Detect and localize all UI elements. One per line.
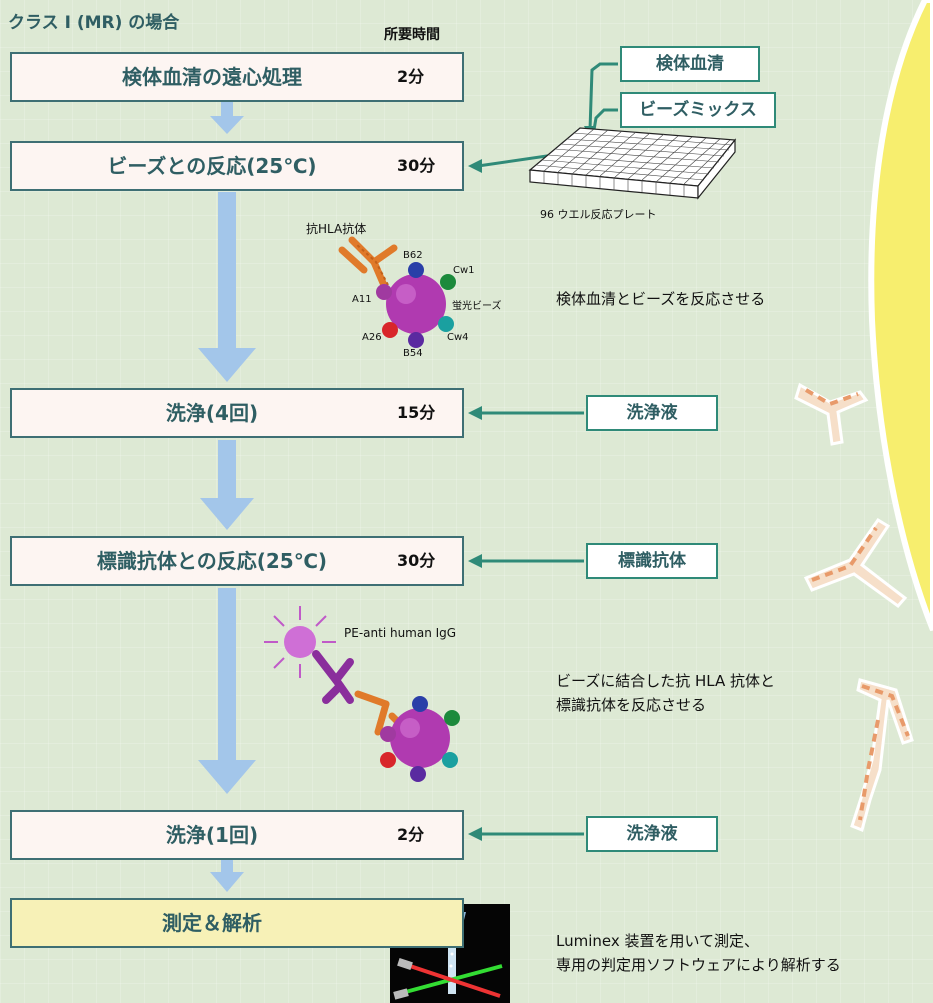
flow-arrow [210,102,244,134]
step-centrifuge: 検体血清の遠心処理 2分 [10,52,464,102]
step-label: 検体血清の遠心処理 [122,65,302,89]
step-measurement: 測定＆解析 [10,898,464,948]
marker-cw1 [440,274,456,290]
flow-arrow [200,440,254,530]
flow-arrow [210,852,244,892]
step-wash-4: 洗浄(4回) 15分 [10,388,464,438]
step-time: 30分 [397,156,436,175]
connector-arrowhead [468,554,482,568]
marker-label-cw4: Cw4 [447,332,469,343]
note-label-line2: 標識抗体を反応させる [556,696,707,714]
yellow-cell-shape [868,0,933,632]
note-measure-line2: 専用の判定用ソフトウェアにより解析する [556,956,841,974]
connector-arrowhead [468,827,482,841]
marker-label-a26: A26 [362,332,382,343]
step-time: 15分 [397,403,436,422]
step-time: 30分 [397,551,436,570]
note-measure-line1: Luminex 装置を用いて測定、 [556,932,760,950]
input-serum: 検体血清 [620,46,760,82]
input-label-antibody: 標識抗体 [586,543,718,579]
step-bead-reaction: ビーズとの反応(25℃) 30分 [10,141,464,191]
flow-arrow [198,588,256,794]
antibody-label: 抗HLA抗体 [306,222,367,236]
step-label: 測定＆解析 [162,911,262,935]
step-time: 2分 [397,67,425,86]
connector-arrowhead [468,159,482,173]
note-label-line1: ビーズに結合した抗 HLA 抗体と [556,672,776,690]
marker-a26 [382,322,398,338]
plate-caption: 96 ウエル反応プレート [540,208,657,221]
time-header: 所要時間 [384,27,440,43]
bead-label: 蛍光ビーズ [452,301,502,312]
note-reaction: 検体血清とビーズを反応させる [556,290,766,308]
step-time: 2分 [397,825,425,844]
beadmix-connector [592,108,618,131]
marker-a11 [376,284,392,300]
step-label: 標識抗体との反応(25℃) [96,549,328,573]
marker-b54 [408,332,424,348]
marker-label-b62: B62 [403,250,423,261]
decorative-antibody-dashes [804,388,910,821]
marker-label-cw1: Cw1 [453,265,475,276]
connector-arrowhead [468,406,482,420]
input-bead-mix: ビーズミックス [620,92,776,128]
step-label-reaction: 標識抗体との反応(25℃) 30分 [10,536,464,586]
marker-label-a11: A11 [352,294,372,305]
decorative-antibody-icon [794,382,914,833]
serum-connector [588,62,618,131]
flow-arrow [198,192,256,382]
marker-label-b54: B54 [403,348,423,359]
marker-b62 [408,262,424,278]
step-label: 洗浄(4回) [165,401,259,425]
step-label: ビーズとの反応(25℃) [107,154,317,178]
page-title: クラス I (MR) の場合 [8,13,180,33]
input-wash-2: 洗浄液 [586,816,718,852]
pe-label: PE-anti human IgG [344,626,457,640]
input-wash-1: 洗浄液 [586,395,718,431]
pe-fluor-icon [264,606,336,678]
step-wash-1: 洗浄(1回) 2分 [10,810,464,860]
step-label: 洗浄(1回) [165,823,259,847]
pe-antibody-icon [312,650,354,704]
bead-icon [390,708,450,768]
marker-cw4 [438,316,454,332]
